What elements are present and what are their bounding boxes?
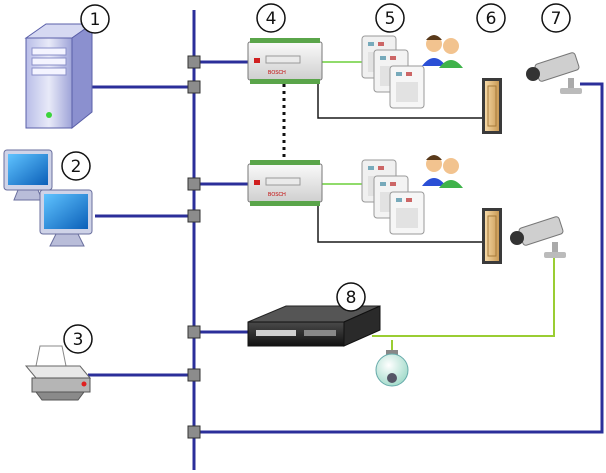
callout-label: 4: [266, 9, 277, 29]
callout-badge: 4: [256, 3, 286, 33]
camera-icon: [510, 216, 566, 258]
callout-badge: 6: [476, 3, 506, 33]
video-lines: [372, 254, 555, 352]
relay-line-bottom: [317, 204, 482, 243]
camera-icon: [526, 52, 582, 94]
door-icon: [482, 208, 502, 264]
workstation-monitors-icon: [3, 149, 93, 247]
relay-lines: [317, 80, 482, 243]
reader-lines: [322, 61, 362, 185]
network-node: [187, 425, 201, 439]
callout-label: 3: [73, 330, 84, 350]
callout-label: 1: [90, 10, 101, 30]
callout-badge: 3: [63, 324, 93, 354]
video-line-camera-bottom: [372, 254, 555, 337]
callout-badge: 7: [541, 3, 571, 33]
brand-mark: BOSCH: [268, 70, 286, 76]
network-node: [187, 177, 201, 191]
access-controller-icon: BOSCH: [247, 38, 323, 84]
callout-label: 6: [486, 9, 497, 29]
callout-badge: 5: [375, 3, 405, 33]
callout-label: 2: [71, 157, 82, 177]
callout-badge: 1: [80, 4, 110, 34]
network-node: [187, 368, 201, 382]
card-reader-icon: [361, 35, 425, 109]
printer-icon: [24, 345, 92, 401]
users-icon: [422, 35, 463, 68]
network-node: [187, 80, 201, 94]
video-recorder-icon: [247, 305, 381, 347]
callout-label: 8: [346, 288, 357, 308]
dome-camera-icon: [375, 350, 409, 387]
relay-line-top: [317, 80, 482, 119]
callout-badge: 2: [61, 151, 91, 181]
network-node: [187, 325, 201, 339]
card-reader-icon: [361, 159, 425, 235]
network-node: [187, 55, 201, 69]
callout-badge: 8: [336, 282, 366, 312]
server-tower-icon: [24, 23, 94, 130]
link-camera-top: [194, 82, 604, 434]
callout-label: 7: [551, 9, 562, 29]
network-nodes: [187, 55, 201, 439]
callout-badges: 1 2 3 4 5 6 7 8: [61, 3, 571, 354]
network-node: [187, 209, 201, 223]
access-controller-icon: BOSCH: [247, 160, 323, 206]
users-icon: [422, 155, 463, 188]
brand-mark: BOSCH: [268, 192, 286, 198]
callout-label: 5: [385, 9, 396, 29]
door-icon: [482, 78, 502, 134]
